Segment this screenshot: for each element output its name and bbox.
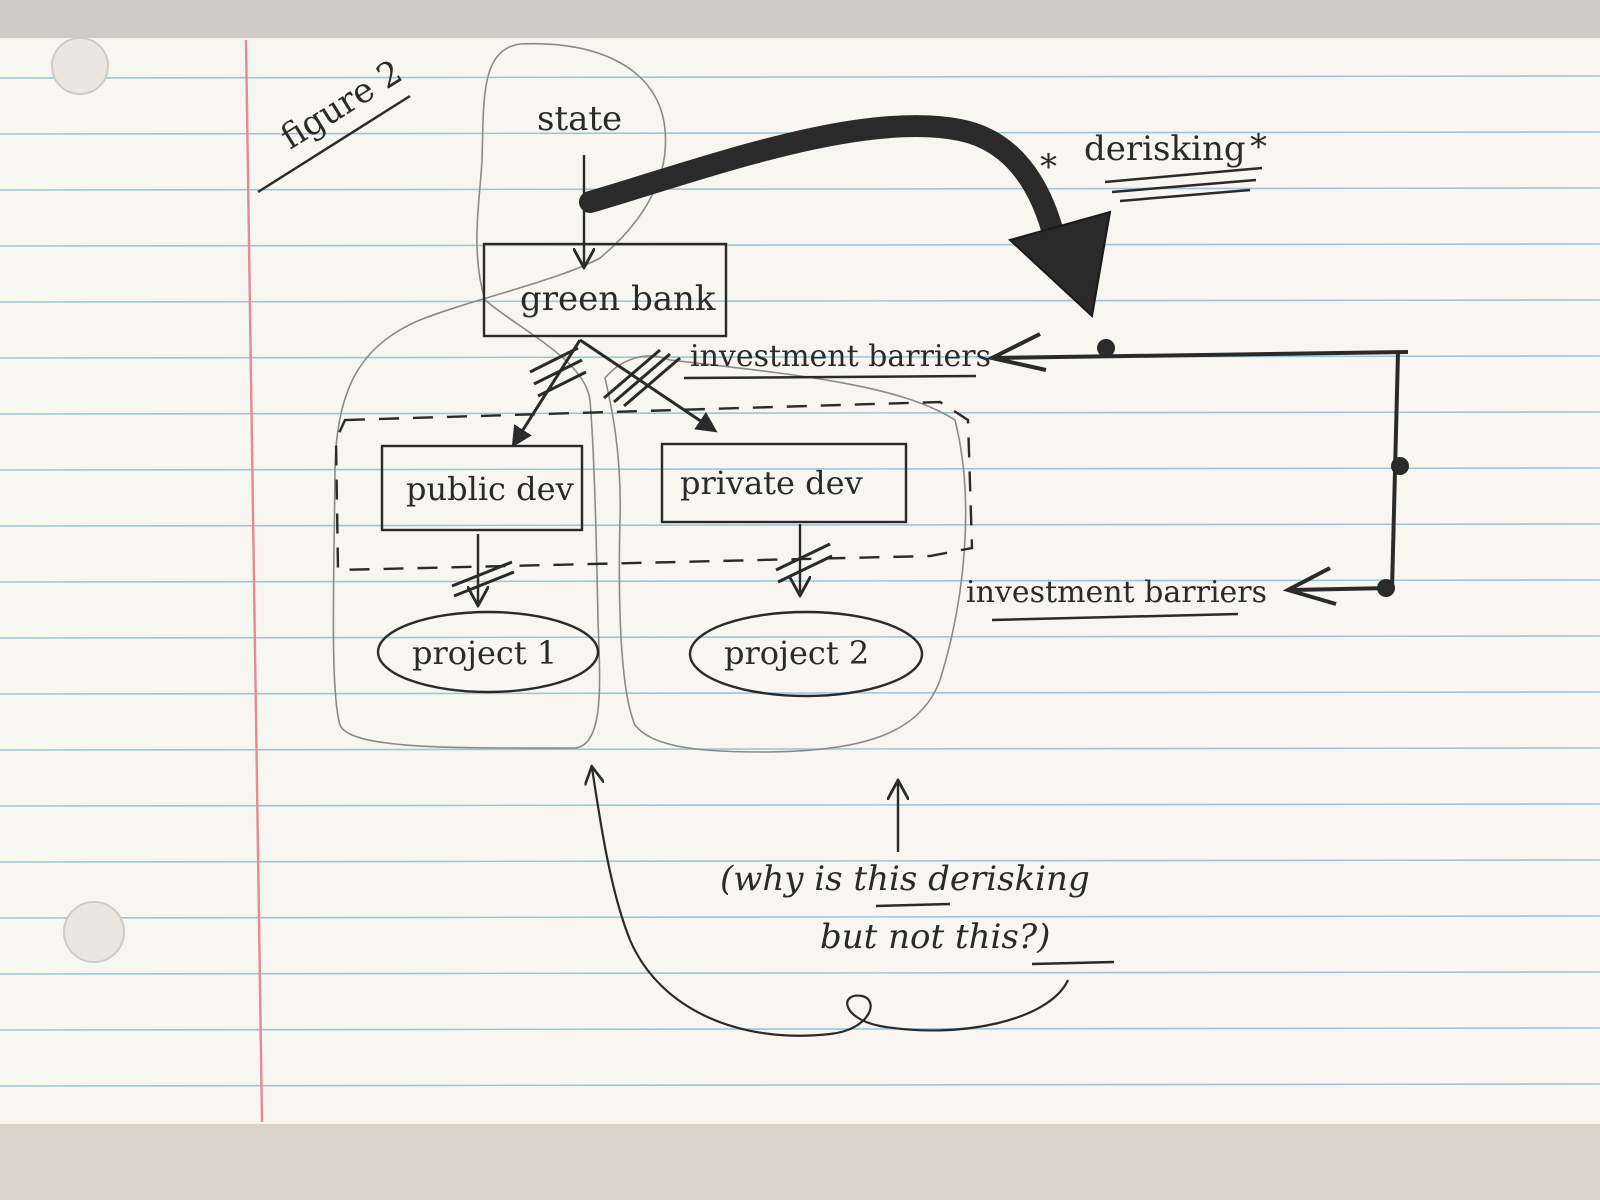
note-line2-prefix: but not <box>820 917 955 957</box>
derisking-arrow-head <box>1008 210 1112 318</box>
investment-barriers-top-underline <box>683 374 977 380</box>
note-line1-prefix: (why is <box>720 859 853 899</box>
barrier-hash-private <box>603 348 681 408</box>
note-line1-this: this <box>853 859 917 899</box>
node-project-1-ellipse <box>376 610 600 694</box>
punch-hole-bottom <box>63 901 125 963</box>
note-line2-this: this <box>955 917 1019 957</box>
note-this-2-underline <box>1031 960 1115 966</box>
margin-line <box>244 39 264 1123</box>
note-line-2: but not this?) <box>820 917 1050 957</box>
label-derisking: derisking <box>1084 129 1246 169</box>
derisking-star-left: * <box>1040 147 1057 187</box>
note-line-1: (why is this derisking <box>720 859 1090 899</box>
node-public-dev: public dev <box>406 470 574 508</box>
desk-surface <box>0 1124 1600 1200</box>
label-investment-barriers-bottom: investment barriers <box>966 575 1267 610</box>
barrier-hash-project-2 <box>775 542 833 584</box>
barrier-hash-project-1 <box>451 560 515 598</box>
node-project-1: project 1 <box>412 634 557 672</box>
note-line2-suffix: ?) <box>1019 917 1051 957</box>
node-green-bank: green bank <box>520 279 716 319</box>
investment-barriers-bottom-underline <box>991 612 1239 622</box>
barrier-connector-nodes <box>1097 339 1409 597</box>
node-green-bank-box <box>482 242 728 338</box>
node-project-2: project 2 <box>724 634 869 672</box>
figure-label-underline <box>257 94 411 194</box>
note-this-1-underline <box>875 902 951 908</box>
label-investment-barriers-top: investment barriers <box>690 339 991 374</box>
note-loop-arrow-to-public-side <box>592 768 1070 1037</box>
derisking-arrow-body <box>579 115 1066 251</box>
node-private-dev: private dev <box>680 464 863 502</box>
node-private-dev-box <box>660 442 908 524</box>
node-state: state <box>537 99 622 139</box>
node-project-2-ellipse <box>688 610 924 698</box>
node-public-dev-box <box>380 444 584 532</box>
note-line1-suffix: derisking <box>917 859 1089 899</box>
derisking-underline <box>1104 166 1263 203</box>
punch-hole-top <box>51 37 109 95</box>
derisking-star-right: * <box>1250 127 1267 167</box>
development-dashed-box <box>334 400 974 572</box>
barrier-hash-public <box>529 346 587 398</box>
